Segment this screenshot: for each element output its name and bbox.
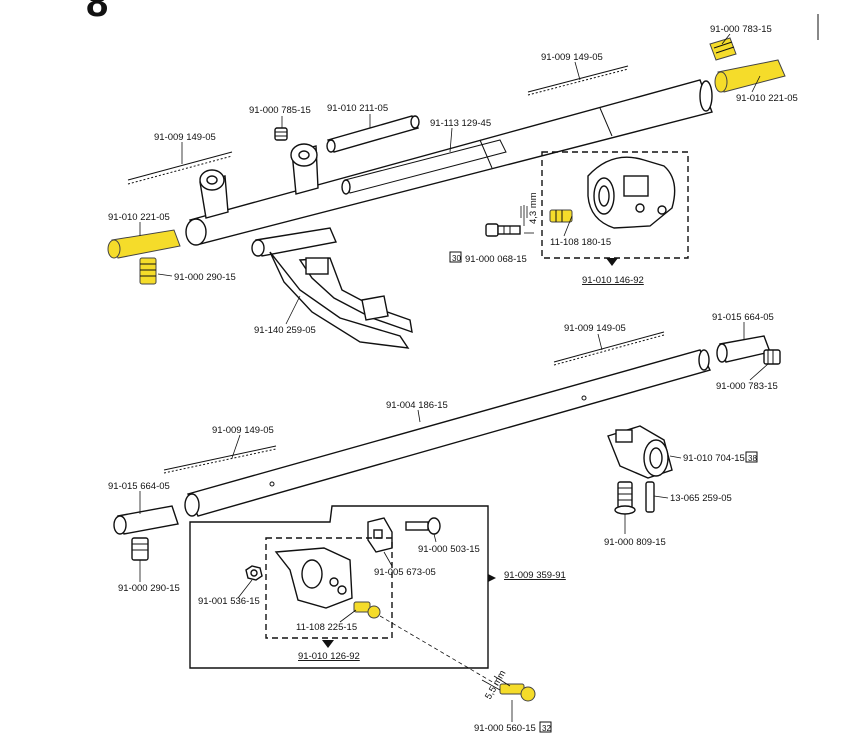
assembly-box-91-010-146-92 xyxy=(541,151,689,259)
set-screw-91-000-290-15-top xyxy=(139,257,157,285)
qty-box-30 xyxy=(449,251,462,263)
dim-4-3-mm: 4,3 mm xyxy=(528,192,539,224)
assembly-box-91-009-359-91 xyxy=(189,505,489,669)
qty-box-32 xyxy=(539,721,552,733)
bushing-91-015-664-05-left xyxy=(113,505,179,535)
label-91-000-785-15: 91-000 785-15 xyxy=(249,105,311,116)
qty-38: 38 xyxy=(748,454,757,463)
label-91-000-783-15-right: 91-000 783-15 xyxy=(716,381,778,392)
spring-upper-right xyxy=(527,65,629,96)
label-91-000-290-15-bottom: 91-000 290-15 xyxy=(118,583,180,594)
spring-upper-left xyxy=(127,151,233,185)
label-assembly-91-010-126-92: 91-010 126-92 xyxy=(298,651,360,662)
crank-91-010-704-15 xyxy=(607,425,673,479)
screw-91-000-290-15-bottom xyxy=(131,537,149,561)
label-91-015-664-05-left: 91-015 664-05 xyxy=(108,481,170,492)
fork-lever-91-140-259-05 xyxy=(251,227,413,349)
label-91-015-664-05-right: 91-015 664-05 xyxy=(712,312,774,323)
bushing-91-015-664-05-right xyxy=(716,335,781,365)
pin-91-010-211-05 xyxy=(326,115,420,153)
set-screw-91-000-783-15-top xyxy=(709,37,737,61)
label-91-000-068-15: 91-000 068-15 xyxy=(465,254,527,265)
label-91-010-704-15: 91-010 704-15 xyxy=(683,453,745,464)
screw-91-000-809-15 xyxy=(614,481,636,515)
label-91-113-129-45: 91-113 129-45 xyxy=(430,118,491,129)
label-91-140-259-05: 91-140 259-05 xyxy=(254,325,316,336)
arrow-marker-91-010-146-92 xyxy=(606,258,618,266)
screw-91-000-068-15 xyxy=(485,223,521,237)
assembly-box-91-010-126-92 xyxy=(265,537,393,639)
screw-91-000-785-15 xyxy=(274,127,288,141)
screw-11-108-180-15 xyxy=(549,209,573,223)
label-91-010-211-05: 91-010 211-05 xyxy=(327,103,388,114)
arrow-marker-91-009-359-91 xyxy=(488,574,496,582)
label-91-000-809-15: 91-000 809-15 xyxy=(604,537,666,548)
qty-32: 32 xyxy=(542,724,551,733)
label-11-108-225-15: 11-108 225-15 xyxy=(296,622,357,633)
bushing-91-010-221-05-right xyxy=(714,59,786,93)
screw-91-000-560-15 xyxy=(499,683,536,702)
pin-13-065-259-05 xyxy=(645,481,655,513)
lower-shaft xyxy=(184,349,712,517)
bushing-91-010-221-05-left xyxy=(107,229,181,259)
label-91-009-149-05-mid: 91-009 149-05 xyxy=(564,323,626,334)
spring-lower-right xyxy=(553,331,665,366)
label-91-005-673-05: 91-005 673-05 xyxy=(374,567,436,578)
spring-lower-left xyxy=(163,445,277,474)
arrow-marker-91-010-126-92 xyxy=(322,640,334,648)
slotted-shaft-section xyxy=(341,139,507,195)
clamp-block xyxy=(274,547,353,609)
qty-box-38 xyxy=(745,451,758,463)
label-91-009-149-05-lower: 91-009 149-05 xyxy=(212,425,274,436)
label-91-009-149-05-left: 91-009 149-05 xyxy=(154,132,216,143)
label-91-000-290-15-top: 91-000 290-15 xyxy=(174,272,236,283)
label-91-000-560-15: 91-000 560-15 xyxy=(474,723,536,734)
label-11-108-180-15: 11-108 180-15 xyxy=(550,237,611,248)
label-91-000-783-15-top: 91-000 783-15 xyxy=(710,24,772,35)
label-91-001-536-15: 91-001 536-15 xyxy=(198,596,260,607)
block-91-005-673-05 xyxy=(367,517,393,553)
label-assembly-91-009-359-91: 91-009 359-91 xyxy=(504,570,566,581)
figure-number: 8 xyxy=(86,0,108,25)
label-91-009-149-05-top: 91-009 149-05 xyxy=(541,52,603,63)
qty-30: 30 xyxy=(452,254,461,263)
label-91-000-503-15: 91-000 503-15 xyxy=(418,544,480,555)
screw-11-108-225-15 xyxy=(353,601,381,619)
label-91-004-186-15: 91-004 186-15 xyxy=(386,400,448,411)
label-assembly-91-010-146-92: 91-010 146-92 xyxy=(582,275,644,286)
screw-91-000-503-15 xyxy=(405,517,441,535)
label-91-010-221-05-left: 91-010 221-05 xyxy=(108,212,170,223)
label-13-065-259-05: 13-065 259-05 xyxy=(670,493,732,504)
upper-shaft xyxy=(185,79,713,246)
upper-crank-arm xyxy=(199,143,319,219)
leader-lines xyxy=(139,33,769,722)
nut-91-001-536-15 xyxy=(245,565,263,581)
label-91-010-221-05-right: 91-010 221-05 xyxy=(736,93,798,104)
